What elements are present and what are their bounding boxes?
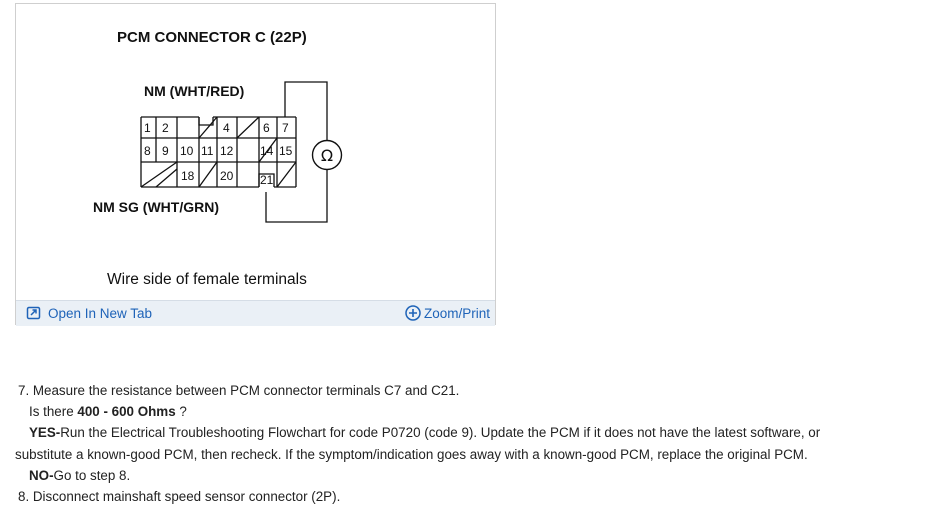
pin-12: 12 — [220, 144, 234, 158]
figure-panel: PCM CONNECTOR C (22P) NM (WHT/RED) NM SG… — [15, 3, 497, 326]
diagram-title: PCM CONNECTOR C (22P) — [117, 29, 307, 46]
zoom-print-link[interactable]: Zoom/Print — [405, 305, 490, 321]
pin-18: 18 — [181, 169, 195, 183]
pin-1: 1 — [144, 121, 151, 135]
connector-grid — [140, 116, 297, 188]
yes-branch-continued: substitute a known-good PCM, then rechec… — [15, 446, 808, 462]
figure-toolbar: Open In New Tab Zoom/Print — [16, 300, 495, 326]
open-new-tab-label: Open In New Tab — [48, 305, 153, 321]
yes-label: YES- — [29, 425, 61, 441]
step-7: 7. Measure the resistance between PCM co… — [18, 383, 460, 398]
pin-15: 15 — [279, 144, 293, 158]
ohmmeter-icon — [311, 139, 343, 171]
pin-9: 9 — [162, 144, 169, 158]
open-new-tab-icon — [26, 305, 42, 321]
pin-21: 21 — [260, 173, 274, 187]
resistance-range: 400 - 600 Ohms — [77, 404, 176, 420]
pin-7: 7 — [282, 121, 289, 135]
no-label: NO- — [29, 467, 54, 483]
label-nm-sg-wht-grn: NM SG (WHT/GRN) — [93, 199, 219, 215]
ohm-symbol: Ω — [321, 146, 333, 165]
pin-2: 2 — [162, 121, 169, 135]
step-7-question: Is there 400 - 600 Ohms ? — [29, 404, 187, 420]
yes-branch: YES-Run the Electrical Troubleshooting F… — [29, 425, 821, 441]
pin-8: 8 — [144, 144, 151, 158]
pin-10: 10 — [180, 144, 194, 158]
zoom-print-label: Zoom/Print — [423, 305, 490, 321]
plus-circle-icon — [405, 305, 421, 321]
label-nm-wht-red: NM (WHT/RED) — [144, 83, 244, 99]
step-8: 8. Disconnect mainshaft speed sensor con… — [18, 489, 341, 505]
connector-diagram: PCM CONNECTOR C (22P) NM (WHT/RED) NM SG… — [16, 4, 497, 299]
pin-11: 11 — [201, 144, 214, 158]
meter-leads — [265, 81, 328, 223]
pin-20: 20 — [220, 169, 234, 183]
procedure-steps: 7. Measure the resistance between PCM co… — [15, 380, 915, 507]
pin-4: 4 — [223, 121, 230, 135]
open-new-tab-link[interactable]: Open In New Tab — [26, 305, 152, 321]
pin-6: 6 — [263, 121, 270, 135]
no-branch: NO-Go to step 8. — [29, 467, 131, 483]
pin-14: 14 — [260, 144, 274, 158]
pin-numbers: 1 2 4 6 7 8 9 10 11 12 14 15 18 20 21 — [144, 121, 293, 187]
diagram-caption: Wire side of female terminals — [107, 271, 307, 288]
